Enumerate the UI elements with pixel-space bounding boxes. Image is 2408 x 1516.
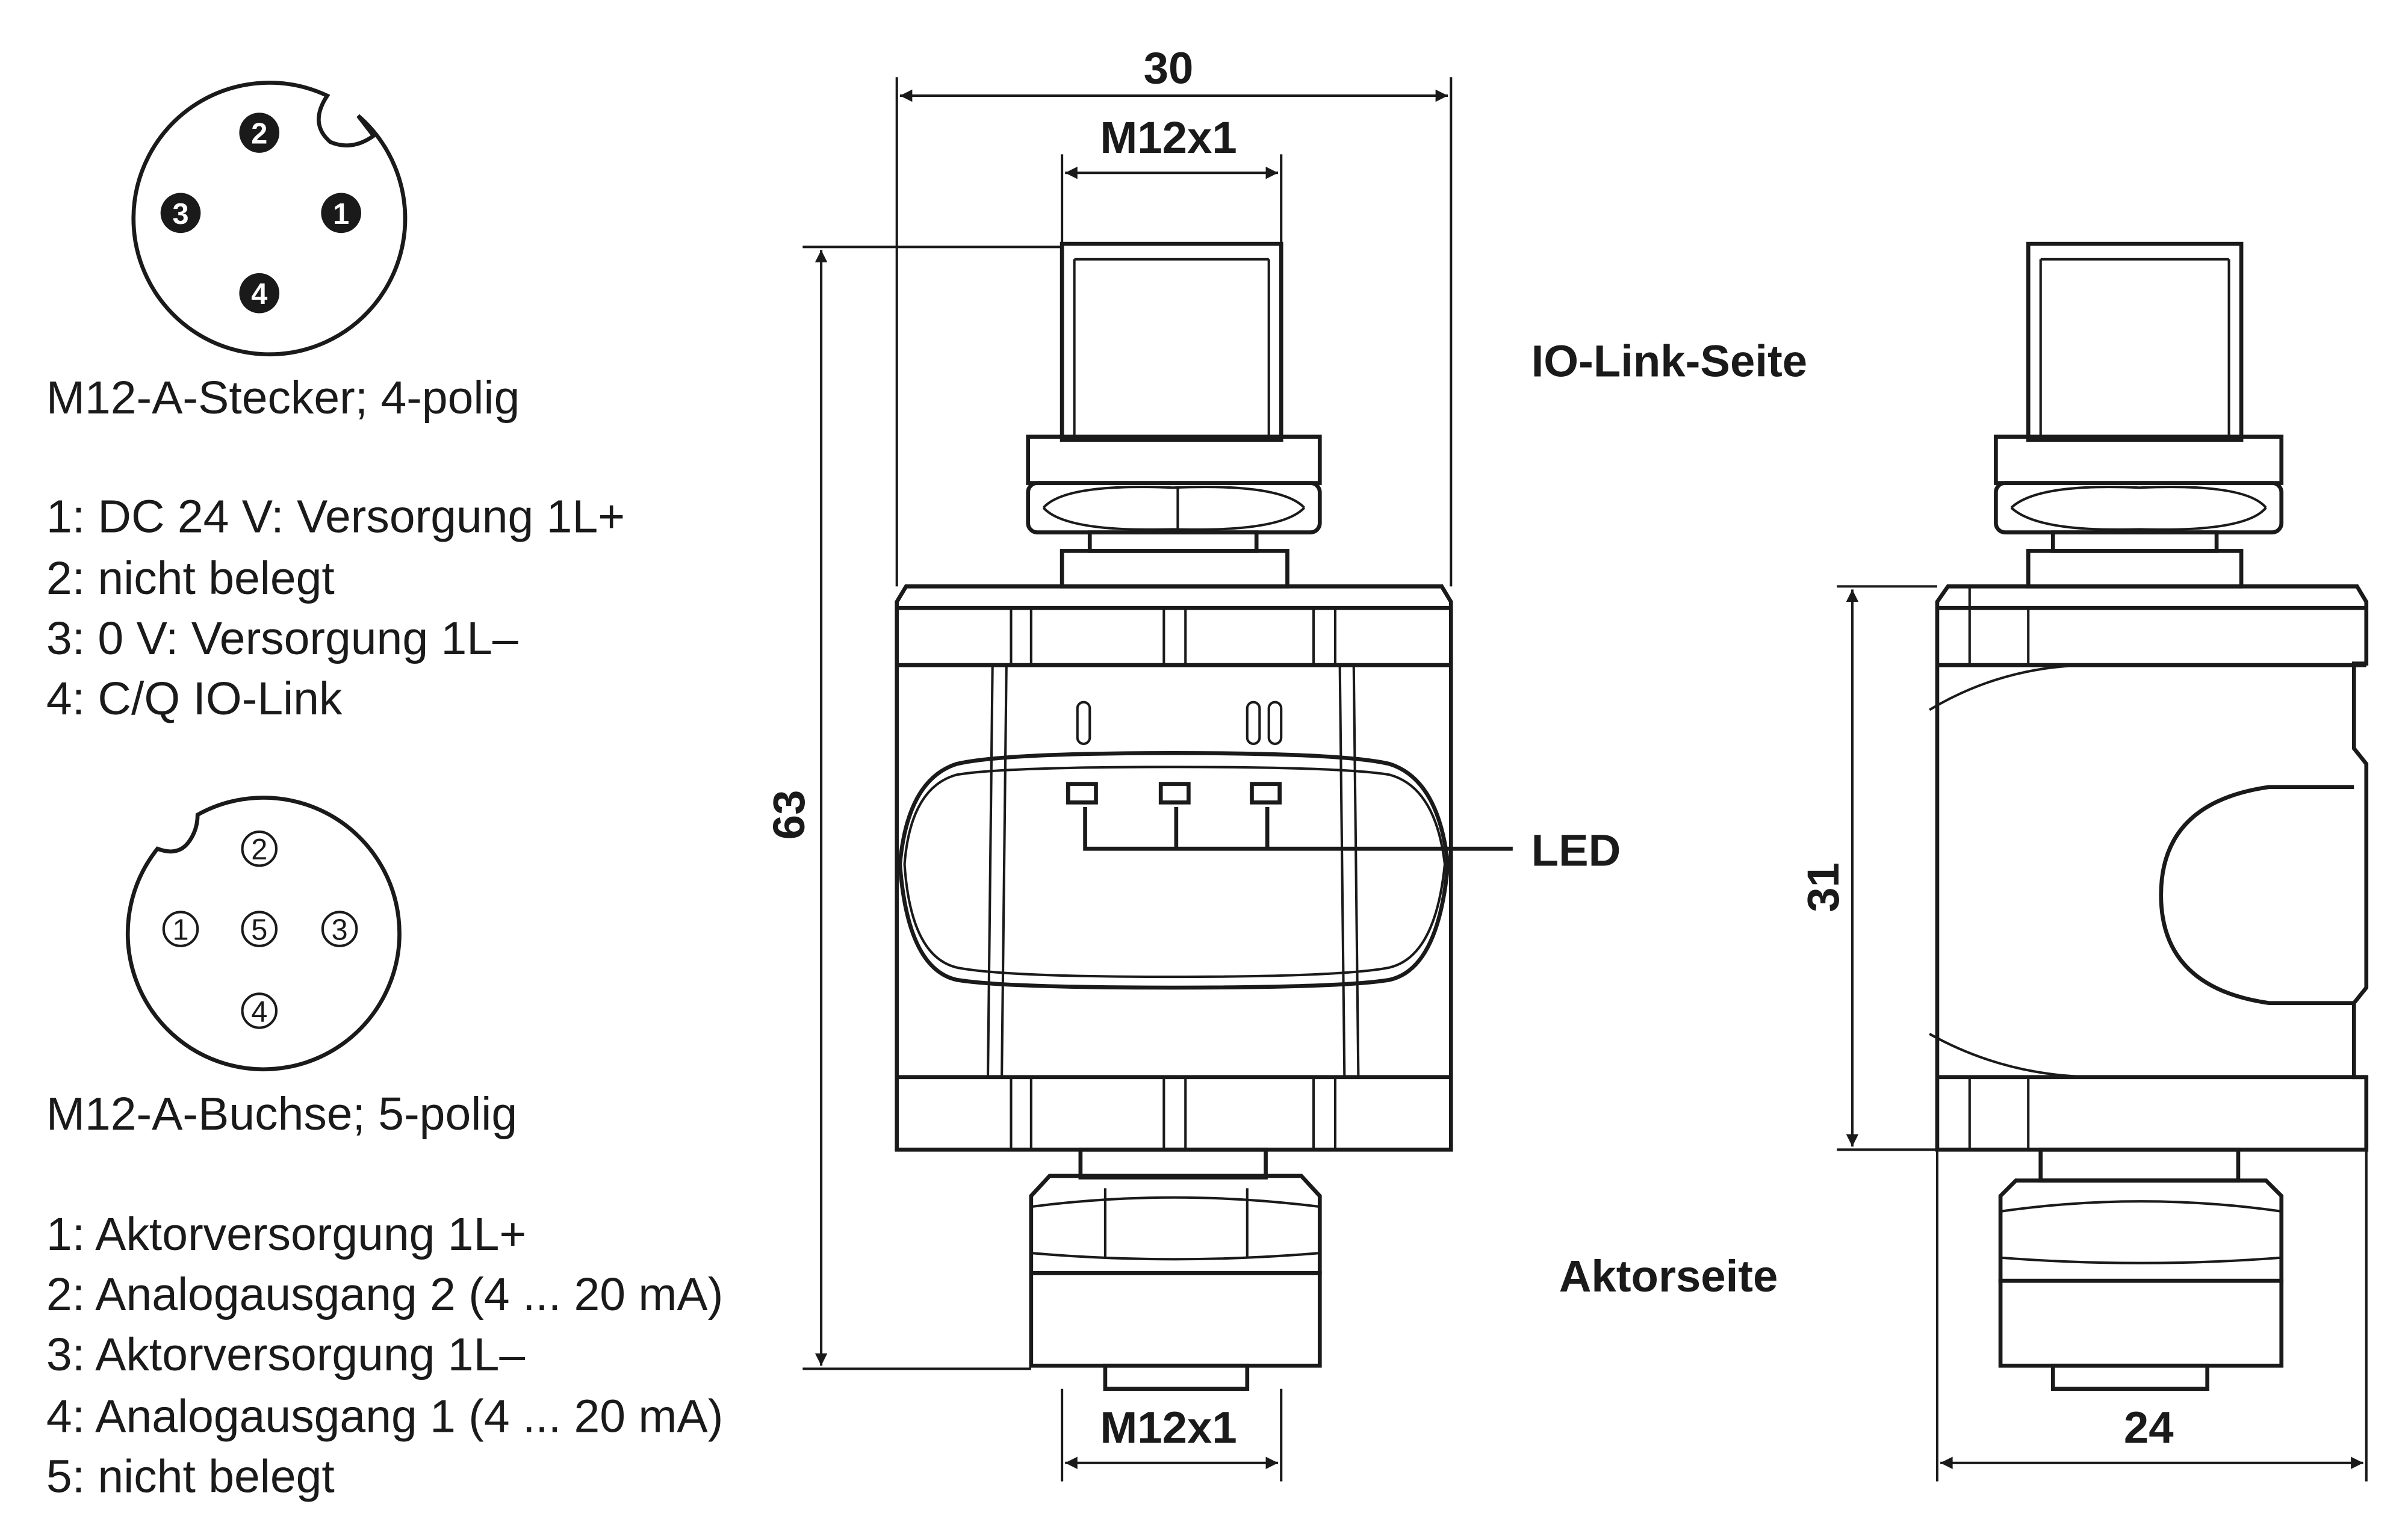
socket-pin-4: 4: [241, 992, 278, 1029]
socket-pin-3: 3: [321, 911, 358, 947]
plug-pin-2: 2: [239, 113, 280, 153]
socket-pinout: 2 1 5 3 4 M12-A-Buchse; 5-polig 1: Aktor…: [46, 796, 723, 1503]
socket-pin-2: 2: [241, 831, 278, 867]
plug-pinout: 2 3 1 4 M12-A-Stecker; 4-polig 1: DC 24 …: [46, 81, 625, 725]
led-2: [1158, 782, 1191, 805]
label-io-link-side: IO-Link-Seite: [1531, 336, 1808, 386]
socket-assignment: 3: Aktorversorgung 1L–: [46, 1329, 525, 1381]
svg-text:2: 2: [251, 117, 267, 150]
svg-text:5: 5: [251, 914, 267, 947]
socket-assignment: 4: Analogausgang 1 (4 ... 20 mA): [46, 1391, 723, 1443]
svg-text:1: 1: [172, 914, 188, 947]
socket-pin-5: 5: [241, 911, 278, 947]
dim-thread-top: M12x1: [1100, 113, 1237, 162]
plug-outline: [131, 81, 408, 357]
plug-assignment: 2: nicht belegt: [46, 552, 335, 604]
socket-pin-1: 1: [162, 911, 199, 947]
socket-assignment: 5: nicht belegt: [46, 1451, 335, 1503]
label-led: LED: [1531, 825, 1621, 875]
plug-pin-3: 3: [160, 193, 201, 234]
svg-text:4: 4: [251, 278, 267, 311]
dim-height-63: 63: [764, 790, 814, 840]
led-1: [1066, 782, 1098, 805]
plug-title: M12-A-Stecker; 4-polig: [46, 372, 520, 424]
plug-assignment: 3: 0 V: Versorgung 1L–: [46, 613, 518, 664]
plug-pin-1: 1: [321, 193, 361, 234]
label-actuator-side: Aktorseite: [1559, 1251, 1778, 1301]
plug-assignment: 4: C/Q IO-Link: [46, 673, 343, 725]
svg-text:1: 1: [333, 198, 349, 230]
svg-text:3: 3: [172, 198, 188, 230]
socket-assignment: 2: Analogausgang 2 (4 ... 20 mA): [46, 1269, 723, 1320]
dim-height-31: 31: [1798, 862, 1848, 912]
dim-thread-bottom: M12x1: [1100, 1402, 1237, 1452]
socket-title: M12-A-Buchse; 5-polig: [46, 1088, 517, 1140]
led-3: [1250, 782, 1282, 805]
plug-assignment: 1: DC 24 V: Versorgung 1L+: [46, 491, 625, 543]
svg-text:4: 4: [251, 995, 267, 1028]
side-view: 31 24: [1798, 241, 2369, 1482]
dim-width-24: 24: [2124, 1402, 2174, 1452]
plug-pin-4: 4: [239, 273, 280, 314]
dim-width-30: 30: [1144, 43, 1194, 93]
socket-assignment: 1: Aktorversorgung 1L+: [46, 1208, 526, 1260]
led-leader-line: [1083, 807, 1513, 851]
socket-outline: [125, 796, 402, 1072]
svg-text:2: 2: [251, 834, 267, 866]
svg-text:3: 3: [332, 914, 348, 947]
front-view: 30 M12x1 63 M12x1 IO-Link-Seite LED Akto…: [764, 43, 1808, 1482]
